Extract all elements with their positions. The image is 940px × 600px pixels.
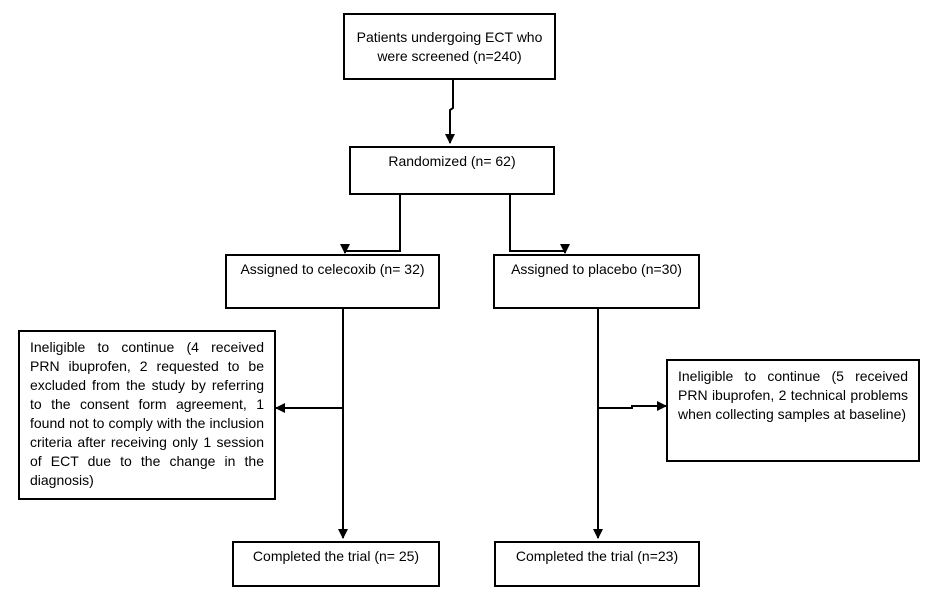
completed-celecoxib-label: Completed the trial (n= 25): [252, 548, 420, 564]
arrow-randomized-to-celecoxib: [340, 195, 401, 254]
completed-celecoxib-box: Completed the trial (n= 25): [232, 541, 440, 587]
arrow-randomized-to-placebo: [509, 195, 570, 254]
randomized-box: Randomized (n= 62): [349, 146, 555, 195]
randomized-label: Randomized (n= 62): [388, 153, 516, 169]
celecoxib-label: Assigned to celecoxib (n= 32): [240, 261, 425, 277]
completed-placebo-box: Completed the trial (n=23): [494, 541, 700, 587]
ineligible-placebo-box: Ineligible to continue (5 received PRN i…: [666, 359, 920, 462]
ineligible-celecoxib-box: Ineligible to continue (4 received PRN i…: [18, 330, 276, 500]
completed-placebo-label: Completed the trial (n=23): [515, 548, 679, 564]
ineligible-placebo-text: Ineligible to continue (5 received PRN i…: [678, 368, 908, 422]
celecoxib-box: Assigned to celecoxib (n= 32): [225, 254, 440, 309]
ineligible-celecoxib-text: Ineligible to continue (4 received PRN i…: [30, 339, 264, 488]
placebo-box: Assigned to placebo (n=30): [493, 254, 700, 309]
screened-box: Patients undergoing ECT who were screene…: [343, 13, 556, 80]
arrow-screened-to-randomized: [445, 80, 455, 144]
screened-label: Patients undergoing ECT who were screene…: [356, 28, 543, 64]
placebo-label: Assigned to placebo (n=30): [511, 261, 682, 277]
arrow-placebo-to-ineligible: [598, 401, 667, 411]
